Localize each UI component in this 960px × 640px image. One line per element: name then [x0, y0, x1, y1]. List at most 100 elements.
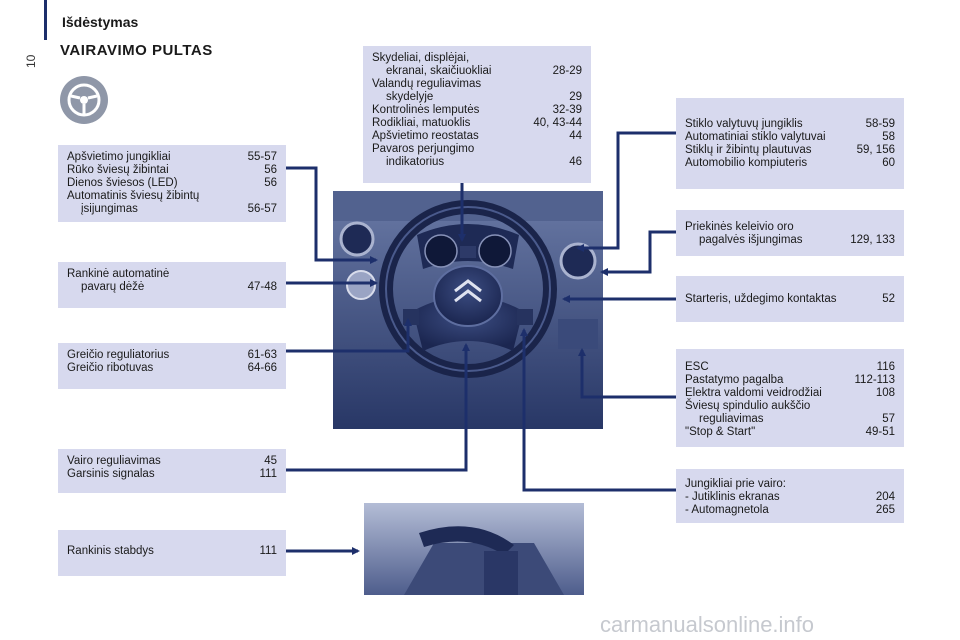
index-row: Automatiniai stiklo valytuvai 58 — [685, 131, 895, 144]
index-row: Kontrolinės lemputės 32-39 — [372, 104, 582, 117]
index-page — [271, 190, 277, 203]
index-page: 265 — [875, 504, 895, 516]
index-label: Jungikliai prie vairo: — [685, 478, 786, 490]
index-page: 49-51 — [865, 426, 895, 438]
index-row: pagalvės išjungimas 129, 133 — [685, 234, 895, 247]
index-label: Pastatymo pagalba — [685, 374, 784, 386]
index-row: indikatorius 46 — [372, 156, 582, 169]
index-page: 57 — [882, 413, 895, 425]
index-page: 52 — [882, 293, 895, 305]
index-row: Apšvietimo jungikliai 55-57 — [67, 151, 277, 164]
index-page: 47-48 — [247, 281, 277, 293]
index-label: ekranai, skaičiuokliai — [386, 65, 492, 77]
index-row: ESC 116 — [685, 361, 895, 374]
index-row: Skydeliai, displėjai, — [372, 52, 582, 65]
index-row: Greičio ribotuvas 64-66 — [67, 362, 277, 375]
index-label: Greičio ribotuvas — [67, 362, 154, 374]
watermark: carmanualsonline.info — [600, 612, 815, 637]
index-row: Rūko šviesų žibintai 56 — [67, 164, 277, 177]
index-row: "Stop & Start" 49-51 — [685, 426, 895, 439]
index-row: ekranai, skaičiuokliai 28-29 — [372, 65, 582, 78]
index-label: ESC — [685, 361, 709, 373]
index-label: - Jutiklinis ekranas — [685, 491, 780, 503]
index-page: 56 — [264, 164, 277, 176]
header-accent-bar — [44, 0, 47, 40]
index-row: Vairo reguliavimas 45 — [67, 455, 277, 468]
index-page: 46 — [569, 156, 582, 168]
index-label: indikatorius — [386, 156, 445, 168]
index-label: įsijungimas — [81, 203, 138, 215]
index-row: Pavaros perjungimo — [372, 143, 582, 156]
index-page: 129, 133 — [850, 234, 895, 246]
index-page — [576, 52, 582, 65]
index-label: Vairo reguliavimas — [67, 455, 161, 467]
index-row: Greičio reguliatorius 61-63 — [67, 349, 277, 362]
index-row: Valandų reguliavimas — [372, 78, 582, 91]
section-title: Išdėstymas — [62, 14, 139, 30]
dashboard-photo — [333, 191, 603, 429]
index-row: Šviesų spindulio aukščio — [685, 400, 895, 413]
index-page: 61-63 — [247, 349, 277, 361]
index-page: 112-113 — [854, 374, 896, 386]
index-row: Dienos šviesos (LED)56 — [67, 177, 277, 190]
index-page: 55-57 — [247, 151, 277, 163]
box-instruments: Skydeliai, displėjai,ekranai, skaičiuokl… — [363, 46, 591, 183]
index-page: 28-29 — [552, 65, 582, 77]
index-label: Valandų reguliavimas — [372, 78, 482, 90]
index-page — [889, 478, 895, 491]
index-page: 32-39 — [552, 104, 582, 116]
index-page: 58-59 — [865, 118, 895, 130]
index-page: 116 — [876, 361, 895, 373]
index-label: Šviesų spindulio aukščio — [685, 400, 811, 412]
index-label: Greičio reguliatorius — [67, 349, 170, 361]
index-row: Automatinis šviesų žibintų — [67, 190, 277, 203]
index-page: 44 — [569, 130, 582, 142]
index-page: 111 — [259, 545, 277, 557]
index-label: reguliavimas — [699, 413, 764, 425]
index-row: Rodikliai, matuoklis 40, 43-44 — [372, 117, 582, 130]
index-label: Automatiniai stiklo valytuvai — [685, 131, 826, 143]
index-page: 45 — [264, 455, 277, 467]
index-label: Rodikliai, matuoklis — [372, 117, 471, 129]
index-row: Rankinė automatinė — [67, 268, 277, 281]
box-wheel-controls: Jungikliai prie vairo:- Jutiklinis ekran… — [676, 469, 904, 523]
index-label: Stiklo valytuvų jungiklis — [685, 118, 803, 130]
index-label: Apšvietimo jungikliai — [67, 151, 171, 163]
index-label: Kontrolinės lemputės — [372, 104, 480, 116]
index-label: - Automagnetola — [685, 504, 769, 516]
index-page: 64-66 — [247, 362, 277, 374]
index-page: 108 — [875, 387, 895, 399]
index-label: "Stop & Start" — [685, 426, 756, 438]
index-page: 56 — [264, 177, 277, 189]
index-label: Pavaros perjungimo — [372, 143, 475, 155]
index-label: Automobilio kompiuteris — [685, 157, 808, 169]
index-label: Stiklų ir žibintų plautuvas — [685, 144, 812, 156]
index-page: 29 — [569, 91, 582, 103]
index-label: pagalvės išjungimas — [699, 234, 803, 246]
index-row: Pastatymo pagalba 112-113 — [685, 374, 895, 387]
index-page: 40, 43-44 — [533, 117, 582, 129]
index-label: Rūko šviesų žibintai — [67, 164, 169, 176]
index-label: Garsinis signalas — [67, 468, 155, 480]
index-page — [271, 268, 277, 281]
index-page: 58 — [882, 131, 895, 143]
index-label: Automatinis šviesų žibintų — [67, 190, 200, 202]
index-page — [576, 78, 582, 91]
index-row: Jungikliai prie vairo: — [685, 478, 895, 491]
index-label: Skydeliai, displėjai, — [372, 52, 470, 64]
